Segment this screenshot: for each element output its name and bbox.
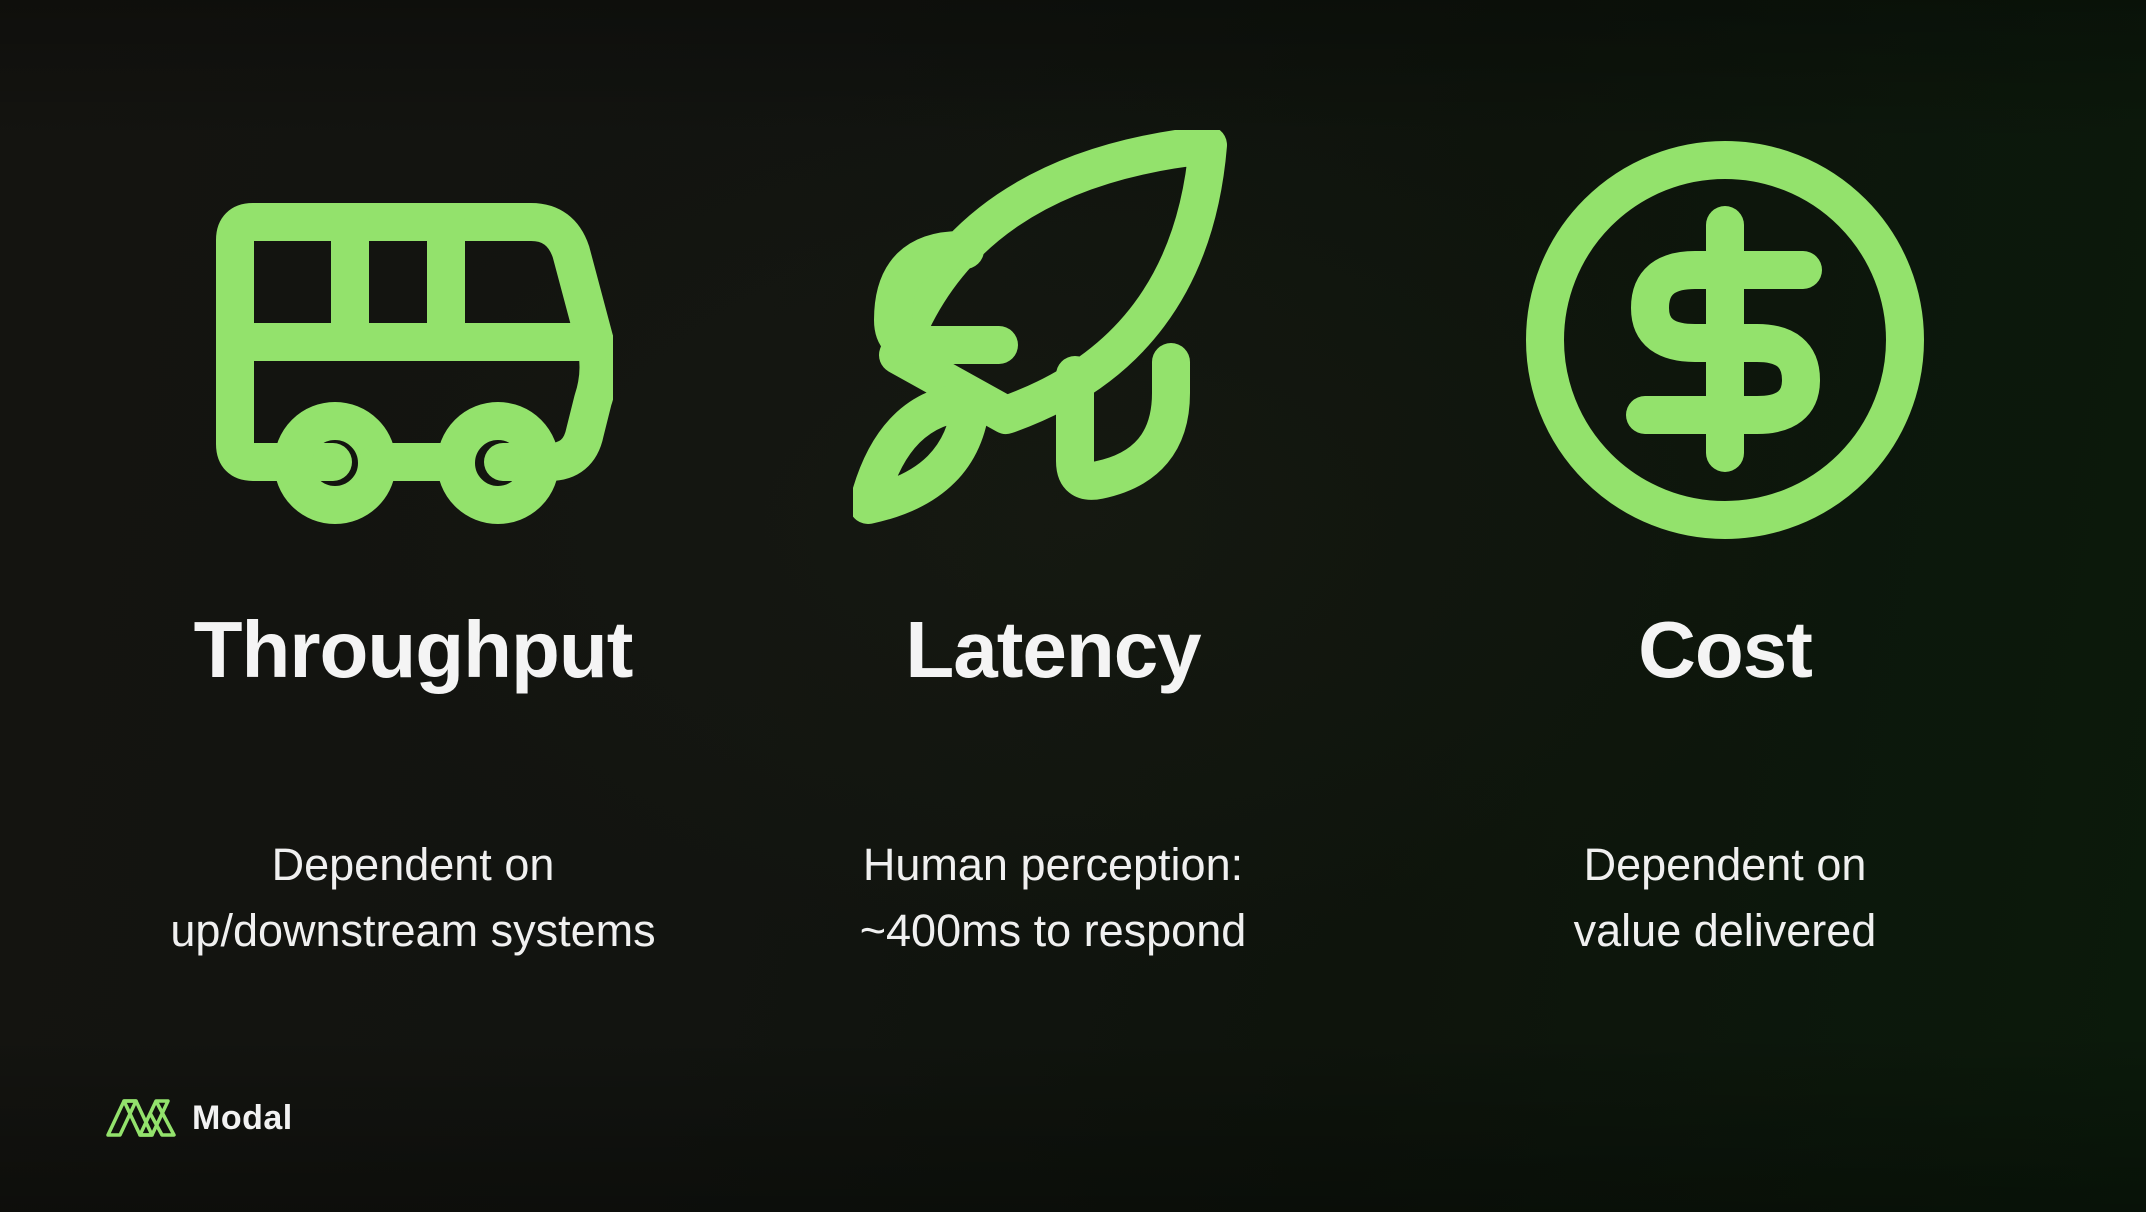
bus-icon bbox=[213, 130, 613, 550]
latency-description: Human perception: ~400ms to respond bbox=[733, 832, 1373, 964]
latency-description-line-1: Human perception: bbox=[862, 839, 1244, 890]
latency-title: Latency bbox=[905, 605, 1201, 694]
column-latency: Latency Human perception: ~400ms to resp… bbox=[733, 0, 1373, 1212]
throughput-description: Dependent on up/downstream systems bbox=[93, 832, 733, 964]
rocket-icon bbox=[853, 130, 1253, 550]
latency-description-line-2: ~400ms to respond bbox=[859, 905, 1247, 956]
column-throughput: Throughput Dependent on up/downstream sy… bbox=[93, 0, 733, 1212]
cost-description: Dependent on value delivered bbox=[1405, 832, 2045, 964]
throughput-description-line-2: up/downstream systems bbox=[170, 905, 656, 956]
throughput-description-line-1: Dependent on bbox=[271, 839, 555, 890]
column-cost: Cost Dependent on value delivered bbox=[1405, 0, 2045, 1212]
modal-logo-icon bbox=[106, 1099, 176, 1137]
brand: Modal bbox=[104, 1092, 293, 1144]
cost-description-line-1: Dependent on bbox=[1583, 839, 1867, 890]
cost-description-line-2: value delivered bbox=[1573, 905, 1877, 956]
brand-name: Modal bbox=[192, 1098, 293, 1137]
cost-title: Cost bbox=[1638, 605, 1813, 694]
dollar-coin-icon bbox=[1525, 130, 1925, 550]
throughput-title: Throughput bbox=[193, 605, 634, 694]
